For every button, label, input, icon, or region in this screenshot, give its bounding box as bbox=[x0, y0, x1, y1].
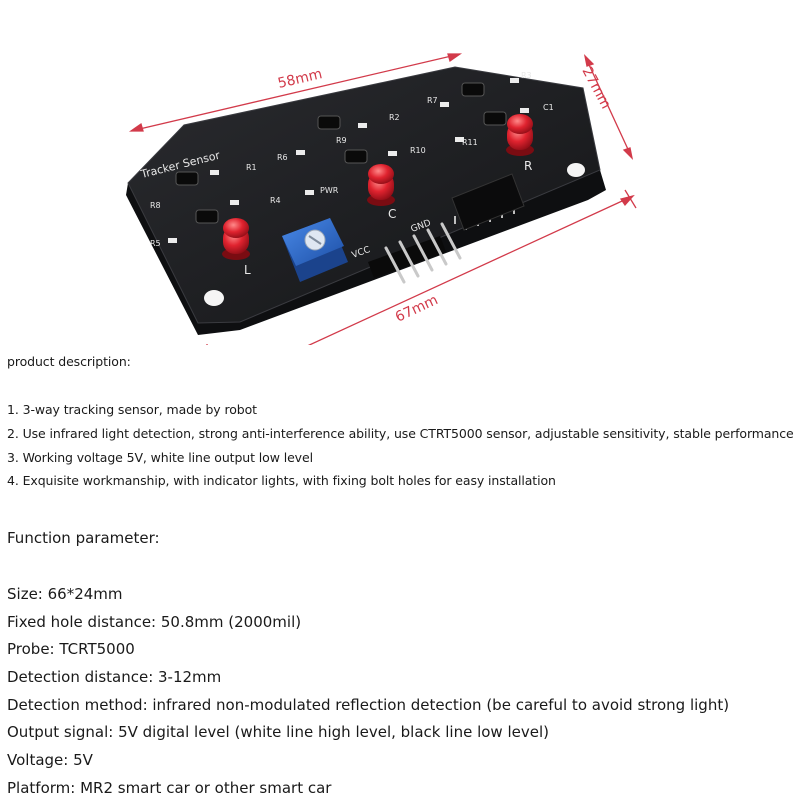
description-item-3: 3. Working voltage 5V, white line output… bbox=[7, 450, 313, 465]
pcb-board bbox=[127, 66, 601, 324]
parameter-output-signal: Output signal: 5V digital level (white l… bbox=[7, 723, 549, 741]
label-r2: R2 bbox=[389, 113, 400, 122]
parameters-heading: Function parameter: bbox=[7, 529, 160, 547]
description-item-1: 1. 3-way tracking sensor, made by robot bbox=[7, 402, 257, 417]
mounting-hole-left bbox=[204, 290, 224, 306]
mounting-hole-right bbox=[567, 163, 585, 177]
parameter-detection-method: Detection method: infrared non-modulated… bbox=[7, 696, 730, 714]
description-item-4: 4. Exquisite workmanship, with indicator… bbox=[7, 473, 556, 488]
parameter-platform: Platform: MR2 smart car or other smart c… bbox=[7, 779, 332, 797]
ic-chip bbox=[451, 173, 525, 231]
label-r4: R4 bbox=[270, 196, 281, 205]
parameter-size: Size: 66*24mm bbox=[7, 585, 123, 603]
label-c1: C1 bbox=[543, 103, 554, 112]
led-left bbox=[222, 218, 250, 260]
dimension-height bbox=[583, 54, 634, 160]
label-r5: R5 bbox=[150, 239, 161, 248]
potentiometer bbox=[282, 218, 348, 282]
label-r8: R8 bbox=[150, 201, 161, 210]
label-led-l: L bbox=[244, 263, 251, 277]
label-r7: R7 bbox=[427, 96, 438, 105]
dimension-bottom-label: 67mm bbox=[393, 292, 441, 326]
label-r1: R1 bbox=[246, 163, 257, 172]
label-r3: R3 bbox=[521, 71, 532, 80]
label-led-c: C bbox=[388, 207, 396, 221]
label-r10: R10 bbox=[410, 146, 426, 155]
description-heading: product description: bbox=[7, 354, 131, 369]
dimension-top bbox=[128, 53, 463, 132]
product-photo: Tracker Sensor R1 R2 R3 R4 R5 R6 R7 R8 R… bbox=[126, 53, 637, 345]
led-right bbox=[506, 114, 534, 156]
dimension-bottom bbox=[206, 189, 637, 345]
label-r6: R6 bbox=[277, 153, 288, 162]
smd-resistors bbox=[168, 78, 529, 243]
ir-sensor-group bbox=[175, 82, 507, 224]
parameter-hole-distance: Fixed hole distance: 50.8mm (2000mil) bbox=[7, 613, 302, 631]
description-item-2: 2. Use infrared light detection, strong … bbox=[7, 426, 794, 441]
header-pins bbox=[368, 222, 462, 284]
led-center bbox=[367, 164, 395, 206]
label-r9: R9 bbox=[336, 136, 347, 145]
parameter-probe: Probe: TCRT5000 bbox=[7, 640, 135, 658]
parameter-detection-distance: Detection distance: 3-12mm bbox=[7, 668, 222, 686]
label-pwr: PWR bbox=[320, 186, 339, 195]
label-led-r: R bbox=[524, 159, 532, 173]
label-r11: R11 bbox=[462, 138, 478, 147]
parameter-voltage: Voltage: 5V bbox=[7, 751, 93, 769]
